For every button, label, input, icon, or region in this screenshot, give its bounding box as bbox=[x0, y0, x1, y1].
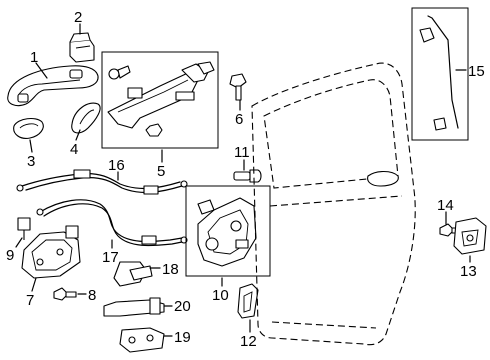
callout-1: 1 bbox=[30, 49, 38, 66]
callout-16: 16 bbox=[108, 157, 125, 174]
callout-10: 10 bbox=[212, 287, 229, 304]
leader-7 bbox=[31, 277, 37, 292]
nut-5c bbox=[145, 123, 163, 137]
callout-11: 11 bbox=[234, 144, 250, 161]
leader-4 bbox=[75, 129, 81, 141]
callout-12: 12 bbox=[240, 333, 257, 350]
callout-14: 14 bbox=[437, 197, 454, 214]
group-box-10 bbox=[185, 185, 271, 277]
leader-9 bbox=[15, 237, 23, 248]
callout-9: 9 bbox=[6, 247, 14, 264]
callout-2: 2 bbox=[74, 9, 82, 26]
callout-8: 8 bbox=[88, 287, 96, 304]
callout-3: 3 bbox=[27, 153, 35, 170]
latch-cover-12 bbox=[237, 283, 259, 319]
cable-16 bbox=[16, 169, 188, 195]
screw-8 bbox=[53, 287, 77, 301]
callout-19: 19 bbox=[174, 329, 191, 346]
callout-13: 13 bbox=[460, 263, 477, 280]
bolt-5a bbox=[108, 65, 131, 80]
callout-7: 7 bbox=[26, 292, 34, 309]
hinge-check-20 bbox=[103, 297, 165, 317]
handle-base-frame bbox=[107, 63, 209, 129]
clip-5b bbox=[197, 61, 215, 75]
callout-6: 6 bbox=[235, 111, 243, 128]
door-shell bbox=[251, 62, 416, 346]
callout-17: 17 bbox=[102, 249, 119, 266]
callout-4: 4 bbox=[70, 141, 78, 158]
inside-handle-7 bbox=[21, 225, 81, 279]
group-box-15 bbox=[411, 7, 469, 141]
callout-15: 15 bbox=[468, 63, 485, 80]
handle-cap bbox=[69, 32, 95, 63]
lock-rod bbox=[419, 15, 459, 131]
door-latch bbox=[197, 197, 257, 267]
handle-gasket bbox=[13, 117, 44, 139]
leader-3 bbox=[29, 139, 33, 153]
hinge-19 bbox=[119, 327, 165, 353]
hinge-18 bbox=[113, 261, 153, 287]
leader-1 bbox=[35, 62, 48, 79]
callout-20: 20 bbox=[174, 298, 191, 315]
callout-5: 5 bbox=[157, 163, 165, 180]
group-box-5 bbox=[101, 51, 219, 149]
callout-labels: 1 2 3 4 5 6 7 8 9 10 11 12 13 14 15 16 1… bbox=[6, 9, 485, 350]
outer-handle bbox=[7, 65, 99, 107]
clip-9 bbox=[17, 217, 31, 240]
callout-18: 18 bbox=[162, 261, 179, 278]
handle-seal bbox=[71, 102, 101, 134]
grommet-11 bbox=[233, 169, 262, 183]
bolt-6 bbox=[229, 73, 247, 101]
striker-13 bbox=[453, 217, 487, 255]
